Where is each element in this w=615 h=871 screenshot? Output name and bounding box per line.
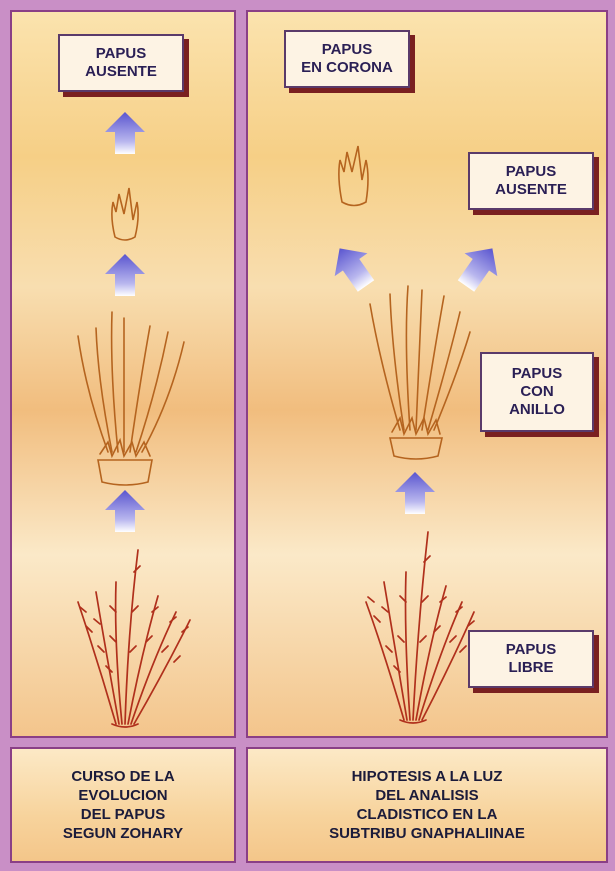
right-hypothesis-panel: PAPUS EN CORONA PAPUS AUSENTE PAPUS CON … [246, 10, 608, 738]
left-caption-panel: CURSO DE LA EVOLUCION DEL PAPUS SEGUN ZO… [10, 747, 236, 863]
right-diagram [248, 12, 608, 738]
up-arrow-icon [395, 472, 435, 514]
up-arrow-icon [105, 254, 145, 296]
up-arrow-icon [450, 237, 509, 298]
barbed-bristle-papus-icon [366, 532, 474, 723]
plain-bristle-papus-icon [370, 286, 470, 459]
plain-bristle-papus-icon [78, 312, 184, 485]
crown-papus-icon [339, 146, 368, 206]
up-arrow-icon [323, 237, 382, 298]
left-evolution-panel: PAPUS AUSENTE [10, 10, 236, 738]
left-caption-text: CURSO DE LA EVOLUCION DEL PAPUS SEGUN ZO… [63, 767, 183, 843]
barbed-bristle-papus-icon [78, 550, 190, 727]
up-arrow-icon [105, 490, 145, 532]
left-diagram [12, 12, 236, 738]
right-caption-text: HIPOTESIS A LA LUZ DEL ANALISIS CLADISTI… [329, 767, 525, 843]
right-caption-panel: HIPOTESIS A LA LUZ DEL ANALISIS CLADISTI… [246, 747, 608, 863]
crown-papus-icon [112, 188, 138, 240]
up-arrow-icon [105, 112, 145, 154]
